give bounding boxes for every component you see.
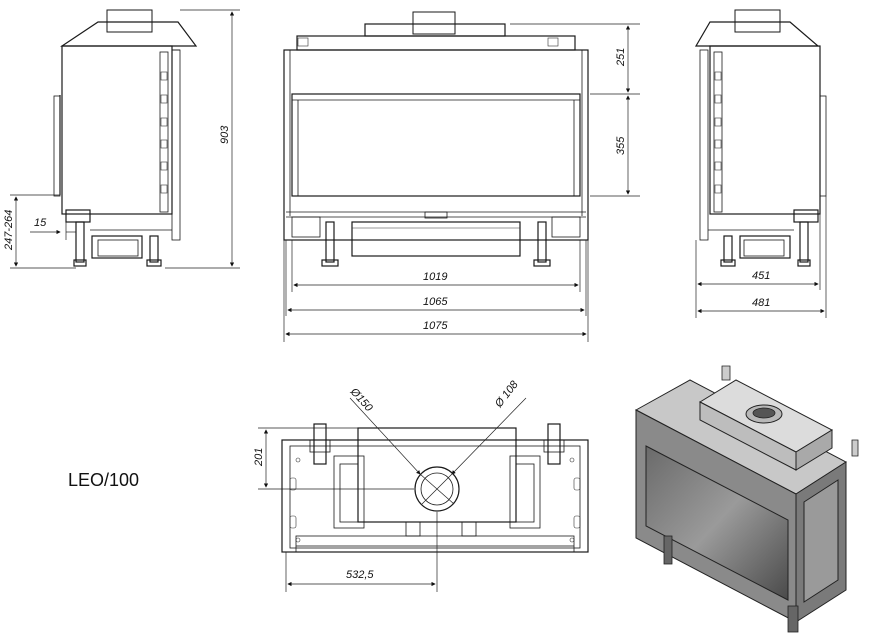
model-label: LEO/100 bbox=[68, 470, 140, 490]
front-view bbox=[283, 11, 589, 267]
side-view-left-dims bbox=[10, 9, 240, 269]
dim-front-glass: 355 bbox=[615, 136, 627, 155]
dim-front-w2: 1065 bbox=[423, 296, 448, 308]
dim-front-w1: 1019 bbox=[423, 271, 447, 283]
dim-side-adjust: 247-264 bbox=[3, 210, 15, 251]
side-view-right bbox=[694, 9, 827, 267]
top-view bbox=[281, 397, 589, 553]
side-view-left bbox=[53, 9, 198, 267]
isometric-render bbox=[634, 365, 859, 633]
dim-side-height: 903 bbox=[219, 125, 231, 144]
dim-right-d1: 451 bbox=[752, 270, 770, 282]
top-view-dims bbox=[258, 427, 438, 592]
dim-front-top: 251 bbox=[615, 48, 627, 67]
front-view-dims bbox=[283, 23, 640, 342]
dim-right-d2: 481 bbox=[752, 297, 770, 309]
side-view-right-dims bbox=[695, 196, 827, 318]
dim-top-depth: 201 bbox=[253, 448, 265, 467]
dim-flue-inner: Ø 108 bbox=[492, 378, 521, 410]
dim-side-offset: 15 bbox=[34, 217, 47, 229]
dim-top-center: 532,5 bbox=[346, 569, 374, 581]
dim-front-w3: 1075 bbox=[423, 320, 448, 332]
